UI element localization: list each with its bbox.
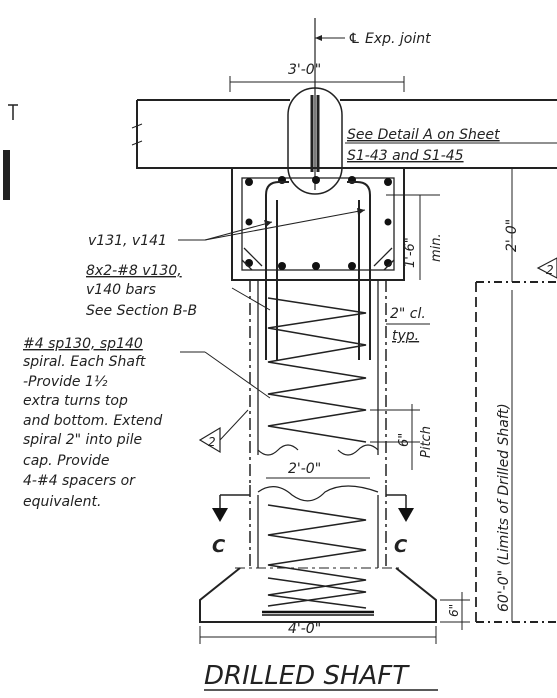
drawing-title-text: DRILLED SHAFT xyxy=(204,661,410,691)
revision-mark-right: 2 xyxy=(536,257,557,279)
spiral-note-line6: spiral 2" into pile xyxy=(23,432,142,448)
bars-note-line3: See Section B-B xyxy=(86,303,197,319)
shaft-break xyxy=(257,485,379,502)
clear-typ-label: typ. xyxy=(392,328,419,344)
section-left-label: C xyxy=(212,536,226,557)
section-right-label: C xyxy=(394,536,408,557)
top-width-dimension: 3'-0" xyxy=(229,62,405,92)
bottom-width-dimension: 4'-0" xyxy=(199,621,437,644)
rev-mark-right-label: 2 xyxy=(546,263,554,277)
bar-mark-callout: v131, v141 xyxy=(88,208,366,249)
spiral-note-line9: equivalent. xyxy=(23,494,101,510)
shaft-limits-label: 60'-0" (Limits of Drilled Shaft) xyxy=(496,403,512,612)
dim-bottom-label: 4'-0" xyxy=(288,621,321,637)
dim-2ft-label: 2'-0" xyxy=(504,219,520,252)
bars-note-line1: 8x2-#8 v130, xyxy=(86,263,182,279)
drilled-shaft-lower xyxy=(235,485,400,609)
bars-note-line2: v140 bars xyxy=(86,282,156,298)
spiral-note-line2: spiral. Each Shaft xyxy=(23,354,146,370)
drilled-shaft-upper xyxy=(249,280,387,485)
bell-depth-dimension: 6" xyxy=(440,592,470,630)
dim-6-label: 6" xyxy=(447,604,461,617)
expansion-joint-centerline: ℄ Exp. joint xyxy=(314,18,431,190)
spiral-note-line4: extra turns top xyxy=(23,393,128,409)
pile-cap xyxy=(231,167,405,360)
rev-mark-left-label: 2 xyxy=(208,435,216,449)
spiral-note-line5: and bottom. Extend xyxy=(23,413,162,429)
clear-cover-label: 2" cl. xyxy=(390,306,426,322)
clear-cover-note: 2" cl. typ. xyxy=(386,306,430,344)
embedment-dimension: 1'-6" min. xyxy=(386,194,444,280)
left-edge-fragment xyxy=(3,104,18,200)
pitch-value-label: 6" xyxy=(397,433,412,447)
footing-bell xyxy=(199,567,437,623)
detail-note-line1: See Detail A on Sheet xyxy=(347,127,500,143)
pitch-word-label: Pitch xyxy=(419,426,434,458)
exp-joint-label: ℄ Exp. joint xyxy=(348,31,431,47)
spiral-note-line7: cap. Provide xyxy=(23,453,110,469)
spiral-note: #4 sp130, sp140 spiral. Each Shaft -Prov… xyxy=(23,336,271,510)
shaft-width-dimension: 2'-0" xyxy=(266,461,370,479)
dim-18-label: 1'-6" xyxy=(403,237,418,268)
longitudinal-bars-note: 8x2-#8 v130, v140 bars See Section B-B xyxy=(86,263,271,319)
shaft-limits-dimension: 60'-0" (Limits of Drilled Shaft) xyxy=(475,281,557,623)
dim-top-label: 3'-0" xyxy=(288,62,321,78)
revision-mark-left: 2 xyxy=(198,409,249,454)
detail-note-line2: S1-43 and S1-45 xyxy=(347,148,464,164)
detail-a-note: See Detail A on Sheet S1-43 and S1-45 xyxy=(345,127,557,164)
drawing-title: DRILLED SHAFT xyxy=(204,661,438,691)
spiral-note-line3: -Provide 1½ xyxy=(23,374,108,390)
dim-mid-label: 2'-0" xyxy=(288,461,321,477)
spiral-note-line8: 4-#4 spacers or xyxy=(23,473,136,489)
section-cut-c: C C xyxy=(212,494,414,557)
cap-depth-dimension: 2'-0" xyxy=(404,167,528,282)
bar-mark-label: v131, v141 xyxy=(88,233,167,249)
dim-18-min-label: min. xyxy=(429,233,444,262)
spiral-note-line1: #4 sp130, sp140 xyxy=(23,336,143,352)
joint-capsule xyxy=(287,87,343,195)
pitch-dimension: 6" Pitch xyxy=(370,404,434,470)
